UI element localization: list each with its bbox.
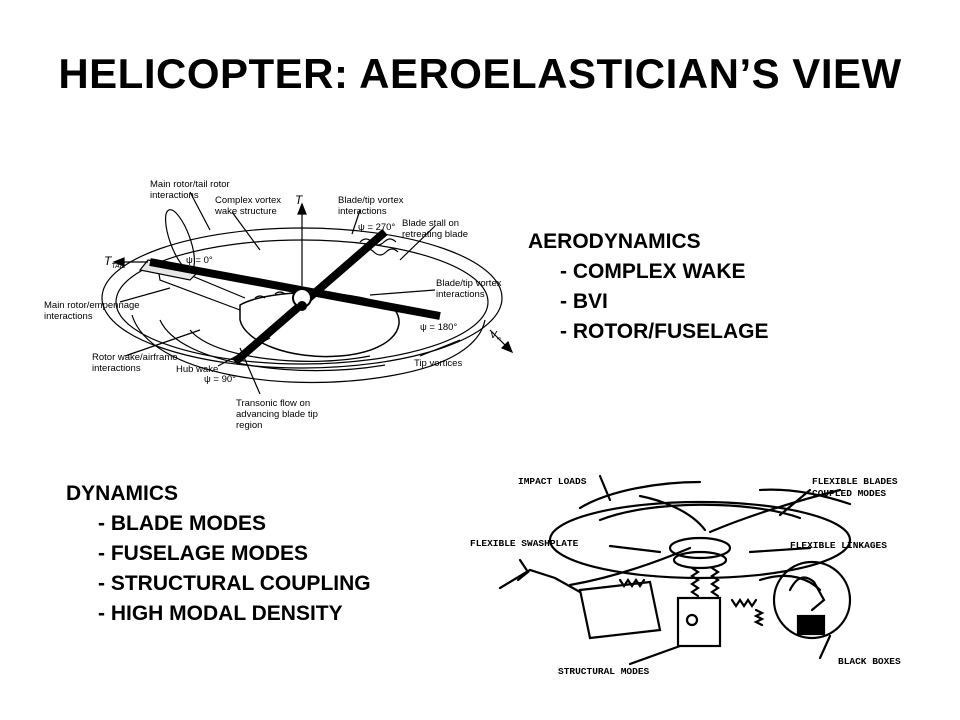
label-hub-wake: Hub wake (176, 364, 218, 375)
label-flexible-linkages: FLEXIBLE LINKAGES (790, 540, 887, 551)
aerodynamics-heading: AERODYNAMICS (528, 230, 701, 253)
aerodynamics-item: - BVI (560, 290, 608, 313)
label-tip-vortices: Tip vortices (414, 358, 462, 369)
label-main-rotor-tail: Main rotor/tail rotor (150, 179, 230, 190)
label-flexible-blades: FLEXIBLE BLADES (812, 476, 898, 487)
label-impact-loads: IMPACT LOADS (518, 476, 587, 487)
label-black-boxes: BLACK BOXES (838, 656, 901, 667)
label-psi-90: ψ = 90° (204, 374, 236, 385)
dynamics-list: DYNAMICS - BLADE MODES - FUSELAGE MODES … (66, 479, 371, 629)
label-blade-stall: Blade stall on (402, 218, 459, 229)
label-rotor-wake-airframe: interactions (92, 363, 141, 374)
dynamics-item: - FUSELAGE MODES (98, 542, 309, 565)
label-flexible-blades: COUPLED MODES (812, 488, 886, 499)
label-transonic-flow: Transonic flow on (236, 398, 310, 409)
label-rotor-wake-airframe: Rotor wake/airframe (92, 352, 178, 363)
dynamics-heading: DYNAMICS (66, 482, 179, 505)
page-title: HELICOPTER: AEROELASTICIAN’S VIEW (58, 50, 902, 97)
label-structural-modes: STRUCTURAL MODES (558, 666, 650, 677)
label-complex-vortex: wake structure (214, 206, 277, 217)
label-main-rotor-empennage: interactions (44, 311, 93, 322)
label-blade-tip-right: Blade/tip vortex (436, 278, 502, 289)
label-complex-vortex: Complex vortex (215, 195, 281, 206)
label-psi-270: ψ = 270° (358, 222, 395, 233)
rotor-aerodynamics-figure: Main rotor/tail rotor interactions Compl… (44, 179, 514, 431)
label-main-rotor-empennage: Main rotor/empennage (44, 300, 140, 311)
label-psi-0: ψ = 0° (186, 255, 213, 266)
label-transonic-flow: advancing blade tip (236, 409, 318, 420)
label-thrust: T (295, 193, 304, 207)
label-transonic-flow: region (236, 420, 262, 431)
label-main-rotor-tail: interactions (150, 190, 199, 201)
dynamics-item: - BLADE MODES (98, 512, 266, 535)
label-blade-tip-top: interactions (338, 206, 387, 217)
aerodynamics-item: - COMPLEX WAKE (560, 260, 746, 283)
label-flexible-swashplate: FLEXIBLE SWASHPLATE (470, 538, 579, 549)
dynamics-item: - STRUCTURAL COUPLING (98, 572, 371, 595)
aerodynamics-list: AERODYNAMICS - COMPLEX WAKE - BVI - ROTO… (528, 227, 768, 347)
label-v-inf: V∞ (490, 330, 501, 342)
label-psi-180: ψ = 180° (420, 322, 457, 333)
label-t-tail: TTAIL (104, 254, 126, 270)
aerodynamics-item: - ROTOR/FUSELAGE (560, 320, 769, 343)
dynamics-item: - HIGH MODAL DENSITY (98, 602, 343, 625)
rotor-dynamics-figure: IMPACT LOADS FLEXIBLE BLADES COUPLED MOD… (470, 474, 901, 677)
label-blade-tip-top: Blade/tip vortex (338, 195, 404, 206)
label-blade-stall: retreating blade (402, 229, 468, 240)
label-blade-tip-right: interactions (436, 289, 485, 300)
